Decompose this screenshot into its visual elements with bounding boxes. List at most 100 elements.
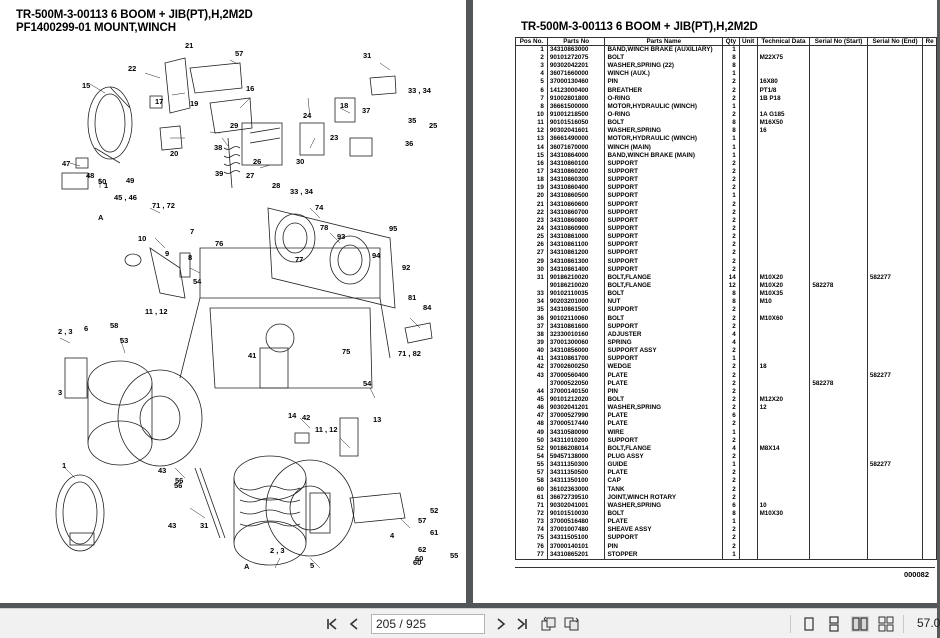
- table-cell: O-RING: [604, 110, 724, 120]
- zoom-level[interactable]: 57.0: [917, 616, 940, 630]
- table-cell: [809, 62, 868, 71]
- callout-31-lower: 31: [200, 521, 208, 530]
- table-cell: 6: [515, 86, 548, 95]
- table-cell: [756, 428, 811, 437]
- callout-95: 95: [389, 224, 397, 233]
- callout-33-34: 33 , 34: [408, 86, 432, 95]
- document-viewport[interactable]: TR-500M-3-00113 6 BOOM + JIB(PT),H,2M2D …: [0, 0, 937, 608]
- table-cell: 37000522050: [546, 379, 606, 388]
- table-cell: 48: [515, 420, 548, 429]
- table-cell: 16: [515, 159, 548, 168]
- table-cell: 34310861300: [546, 257, 606, 266]
- table-cell: [866, 135, 924, 144]
- table-cell: 34311350500: [546, 469, 606, 478]
- table-cell: O-RING: [604, 94, 724, 103]
- table-cell: PLATE: [604, 371, 724, 380]
- callout-26: 26: [253, 157, 261, 166]
- table-cell: [922, 363, 937, 372]
- two-page-view-icon[interactable]: [851, 616, 869, 632]
- table-cell: [866, 420, 924, 429]
- table-cell: M10X20: [756, 281, 811, 291]
- table-cell: [738, 200, 758, 209]
- table-cell: 34310861200: [546, 249, 606, 258]
- table-cell: [756, 257, 811, 266]
- table-cell: 20: [515, 192, 548, 201]
- table-cell: [866, 102, 924, 111]
- two-page-continuous-icon[interactable]: [877, 616, 895, 632]
- table-cell: 8: [722, 509, 740, 519]
- table-cell: [922, 379, 937, 388]
- table-cell: [866, 143, 924, 152]
- page-number-input[interactable]: 205 / 925: [371, 614, 485, 634]
- table-cell: [866, 159, 924, 168]
- table-cell: 44: [515, 387, 548, 396]
- table-cell: [866, 78, 924, 87]
- table-cell: [738, 550, 758, 560]
- table-cell: [809, 290, 868, 299]
- table-cell: 29: [515, 257, 548, 266]
- table-cell: [922, 412, 937, 421]
- table-cell: [866, 281, 924, 291]
- table-cell: 2: [722, 233, 740, 242]
- table-cell: [866, 363, 924, 372]
- rotate-page-icon[interactable]: [540, 616, 558, 632]
- table-cell: [756, 249, 811, 258]
- table-cell: [866, 477, 924, 486]
- table-cell: 2: [722, 94, 740, 103]
- continuous-view-icon[interactable]: [825, 616, 843, 632]
- prev-page-icon[interactable]: [345, 616, 363, 632]
- table-cell: [738, 184, 758, 193]
- table-cell: [866, 338, 924, 348]
- table-cell: 61: [515, 493, 548, 502]
- table-cell: [756, 45, 811, 54]
- table-cell: STOPPER: [604, 550, 724, 560]
- table-cell: 2: [722, 493, 740, 502]
- table-cell: [922, 461, 937, 470]
- table-cell: [809, 184, 868, 193]
- table-cell: 2: [722, 257, 740, 266]
- table-cell: MOTOR,HYDRAULIC (WINCH): [604, 135, 724, 144]
- table-cell: [922, 395, 937, 405]
- table-cell: [922, 347, 937, 356]
- table-cell: [866, 322, 924, 331]
- table-cell: 73: [515, 518, 548, 527]
- table-cell: 10: [515, 110, 548, 120]
- table-cell: [866, 200, 924, 209]
- table-cell: 2: [722, 477, 740, 486]
- table-cell: [756, 379, 811, 388]
- table-cell: SUPPORT: [604, 233, 724, 242]
- table-cell: [756, 70, 811, 79]
- table-cell: 71: [515, 501, 548, 510]
- table-cell: [809, 550, 868, 560]
- col-header: Unit: [738, 37, 758, 46]
- table-cell: 52: [515, 444, 548, 453]
- table-cell: [756, 192, 811, 201]
- last-page-icon[interactable]: [513, 616, 531, 632]
- first-page-icon[interactable]: [323, 616, 341, 632]
- table-cell: [756, 265, 811, 274]
- table-cell: 2: [722, 404, 740, 413]
- table-cell: [809, 151, 868, 160]
- leader-lines: [59, 59, 421, 569]
- table-cell: [922, 119, 937, 128]
- single-page-view-icon[interactable]: [800, 616, 818, 632]
- next-page-icon[interactable]: [492, 616, 510, 632]
- table-cell: [738, 493, 758, 502]
- table-cell: 8: [722, 62, 740, 71]
- table-cell: 1: [722, 518, 740, 527]
- table-cell: [922, 70, 937, 79]
- table-cell: 8: [515, 102, 548, 111]
- table-cell: [922, 420, 937, 429]
- table-cell: [922, 428, 937, 437]
- table-cell: SUPPORT: [604, 249, 724, 258]
- table-cell: [738, 281, 758, 291]
- swap-pages-icon[interactable]: [563, 616, 581, 632]
- toolbar-separator: [903, 615, 904, 633]
- table-cell: PLUG ASSY: [604, 452, 724, 462]
